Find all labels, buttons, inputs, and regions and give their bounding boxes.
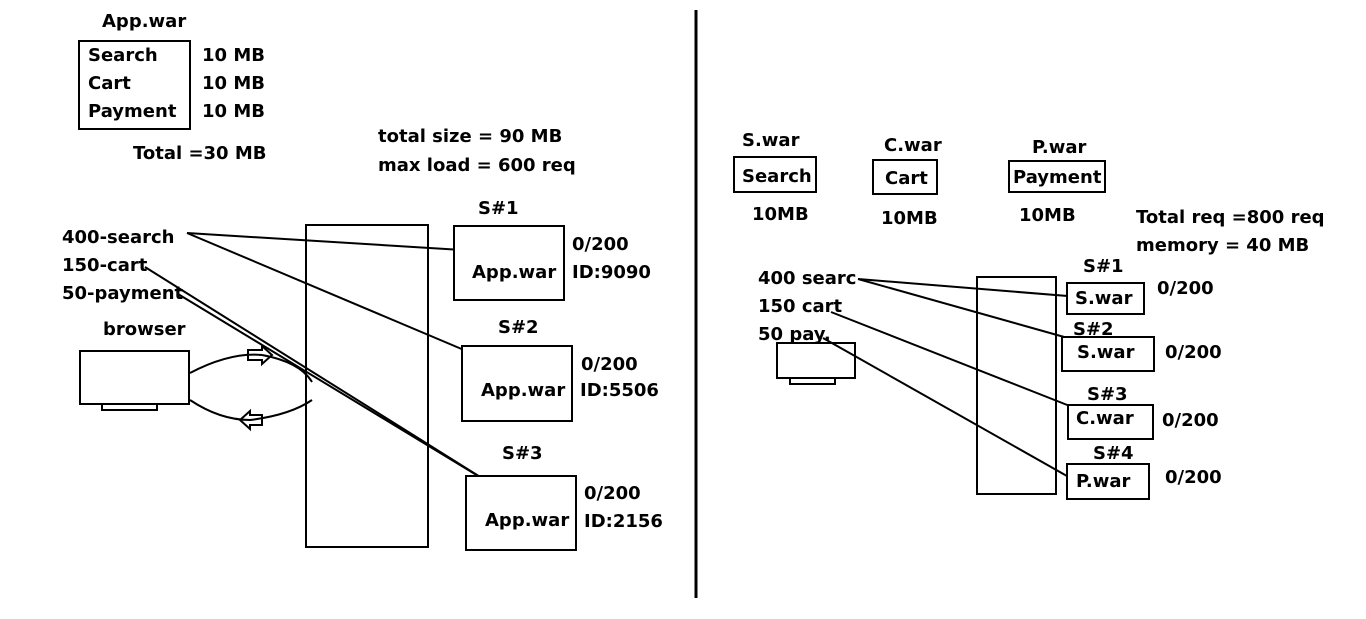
micro-server-2-label: S#2 bbox=[1073, 319, 1114, 340]
module-payment-size: 10 MB bbox=[202, 101, 265, 122]
request-arrow-icon bbox=[247, 343, 274, 367]
s-war-module: Search bbox=[742, 166, 812, 187]
p-war-module: Payment bbox=[1013, 167, 1102, 188]
micro-server-3-label: S#3 bbox=[1087, 384, 1128, 405]
micro-route-search-s2 bbox=[857, 278, 1083, 343]
micro-server-2-load: 0/200 bbox=[1165, 342, 1222, 363]
micro-route-pay-s4 bbox=[822, 337, 1075, 481]
module-search-label: Search bbox=[88, 45, 158, 66]
server-3-id: ID:2156 bbox=[584, 511, 663, 532]
request-flow-curve-2 bbox=[261, 354, 313, 383]
browser-monitor bbox=[79, 350, 190, 405]
server-1-box bbox=[453, 225, 565, 301]
p-war-size: 10MB bbox=[1019, 205, 1076, 226]
load-balancer-box bbox=[305, 224, 429, 548]
module-search-size: 10 MB bbox=[202, 45, 265, 66]
micro-server-4-box bbox=[1066, 463, 1150, 500]
server-3-label: S#3 bbox=[502, 443, 543, 464]
microservices-panel: S.war Search 10MB C.war Cart 10MB P.war … bbox=[733, 130, 1325, 500]
micro-server-3-load: 0/200 bbox=[1162, 410, 1219, 431]
micro-server-1-label: S#1 bbox=[1083, 256, 1124, 277]
module-cart-label: Cart bbox=[88, 73, 131, 94]
server-3-war: App.war bbox=[485, 510, 569, 531]
micro-route-search-s1 bbox=[857, 278, 1081, 298]
micro-server-2-war: S.war bbox=[1077, 342, 1135, 363]
module-payment-label: Payment bbox=[88, 101, 177, 122]
module-cart-size: 10 MB bbox=[202, 73, 265, 94]
response-flow-curve bbox=[189, 399, 313, 422]
server-1-label: S#1 bbox=[478, 198, 519, 219]
server-3-box bbox=[465, 475, 577, 551]
max-load-label: max load = 600 req bbox=[378, 155, 576, 176]
server-2-box bbox=[461, 345, 573, 422]
micro-server-4-label: S#4 bbox=[1093, 443, 1134, 464]
server-3-load: 0/200 bbox=[584, 483, 641, 504]
route-search-s1 bbox=[186, 232, 463, 251]
s-war-title: S.war bbox=[742, 130, 800, 151]
c-war-title: C.war bbox=[884, 135, 942, 156]
micro-browser-monitor bbox=[776, 342, 856, 379]
p-war-box bbox=[1008, 160, 1106, 193]
total-requests-label: Total req =800 req bbox=[1136, 207, 1325, 228]
micro-request-pay: 50 pay. bbox=[758, 324, 831, 345]
browser-label: browser bbox=[103, 319, 186, 340]
request-cart-label: 150-cart bbox=[62, 255, 148, 276]
request-payment-label: 50-payment bbox=[62, 283, 184, 304]
response-arrow-icon bbox=[238, 408, 263, 432]
micro-server-4-war: P.war bbox=[1076, 471, 1131, 492]
request-flow-curve bbox=[189, 353, 263, 374]
c-war-box bbox=[872, 159, 938, 195]
micro-browser-stand bbox=[789, 377, 836, 385]
server-2-war: App.war bbox=[481, 380, 565, 401]
route-search-s2 bbox=[186, 232, 491, 362]
micro-server-3-war: C.war bbox=[1076, 408, 1134, 429]
s-war-box bbox=[733, 156, 817, 193]
total-size-label: total size = 90 MB bbox=[378, 126, 562, 147]
micro-server-2-box bbox=[1061, 336, 1155, 372]
micro-server-4-load: 0/200 bbox=[1165, 467, 1222, 488]
micro-route-cart-s3 bbox=[830, 311, 1081, 411]
server-1-id: ID:9090 bbox=[572, 262, 651, 283]
server-1-load: 0/200 bbox=[572, 234, 629, 255]
memory-label: memory = 40 MB bbox=[1136, 235, 1309, 256]
micro-server-1-war: S.war bbox=[1075, 288, 1133, 309]
server-2-id: ID:5506 bbox=[580, 380, 659, 401]
micro-server-3-box bbox=[1067, 404, 1154, 440]
micro-request-cart: 150 cart bbox=[758, 296, 843, 317]
app-war-title: App.war bbox=[102, 11, 186, 32]
monolith-panel: App.war Search Cart Payment 10 MB 10 MB … bbox=[62, 11, 663, 551]
app-war-box bbox=[78, 40, 191, 130]
c-war-size: 10MB bbox=[881, 208, 938, 229]
request-search-label: 400-search bbox=[62, 227, 174, 248]
p-war-title: P.war bbox=[1032, 137, 1087, 158]
server-2-load: 0/200 bbox=[581, 354, 638, 375]
s-war-size: 10MB bbox=[752, 204, 809, 225]
server-1-war: App.war bbox=[472, 262, 556, 283]
micro-server-1-load: 0/200 bbox=[1157, 278, 1214, 299]
c-war-module: Cart bbox=[885, 168, 928, 189]
browser-stand bbox=[101, 403, 158, 411]
route-payment-s3 bbox=[177, 293, 499, 489]
server-2-label: S#2 bbox=[498, 317, 539, 338]
micro-server-1-box bbox=[1066, 282, 1145, 315]
micro-request-search: 400 searc bbox=[758, 268, 856, 289]
monolith-total: Total =30 MB bbox=[133, 143, 266, 164]
route-cart-s3 bbox=[144, 266, 486, 481]
